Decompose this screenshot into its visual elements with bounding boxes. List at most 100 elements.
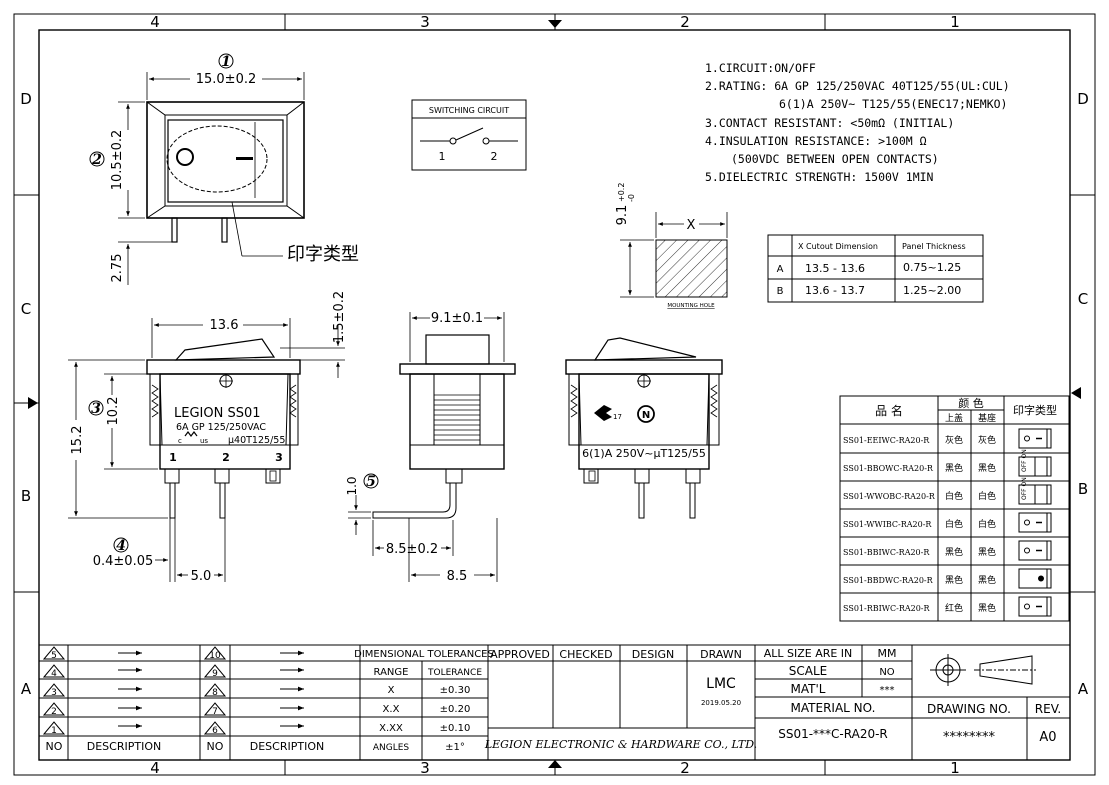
revision-markers — [42, 646, 304, 735]
tb-scale: SCALE — [789, 664, 827, 678]
tb-range: RANGE — [374, 667, 409, 678]
side-offset-dim: 8.5±0.2 — [386, 542, 438, 557]
tb-dim-tol: DIMENSIONAL TOLERANCES — [354, 649, 494, 660]
rev-number: 2 — [51, 707, 57, 717]
nemko-mark-icon — [637, 405, 655, 423]
tb-tol-range: X.X — [383, 704, 400, 715]
part-base-color: 黑色 — [978, 602, 996, 614]
part-base-color: 黑色 — [978, 546, 996, 558]
tb-drawn-by: LMC — [706, 676, 736, 692]
switching-circuit: SWITCHING CIRCUIT 1 2 — [411, 99, 527, 171]
part-cap-color: 白色 — [945, 490, 963, 502]
balloon-5-circle — [363, 473, 379, 489]
cutout-cell: 1.25~2.00 — [903, 284, 961, 297]
tb-matl: MAT'L — [791, 682, 826, 696]
note-line: 3.CONTACT RESISTANT: <50mΩ (INITIAL) — [705, 116, 954, 130]
note-line: 1.CIRCUIT:ON/OFF — [705, 61, 816, 75]
cutout-x-label: X — [687, 218, 696, 233]
circuit-pin-2: 2 — [491, 150, 498, 163]
tb-tol-value: ±0.20 — [440, 704, 471, 715]
zone-col-label: 3 — [420, 759, 430, 777]
top-height-dim: 10.5±0.2 — [110, 130, 125, 191]
balloon-2: 2 — [91, 152, 102, 168]
cutout-cell: 0.75~1.25 — [903, 261, 961, 274]
zone-col-label: 4 — [150, 759, 160, 777]
rev-number: 4 — [51, 669, 57, 679]
ul-mark-icon — [184, 431, 198, 437]
cert-c: c — [178, 437, 182, 445]
top-width-dim: 15.0±0.2 — [196, 72, 257, 87]
zone-row-label: A — [21, 680, 32, 698]
part-name: SS01-BBIWC-RA20-R — [843, 548, 930, 557]
center-mark-top — [548, 20, 562, 28]
tb-company: LEGION ELECTRONIC & HARDWARE CO., LTD. — [484, 738, 757, 751]
tb-drawing-no: DRAWING NO. — [927, 702, 1011, 716]
part-name: SS01-EEIWC-RA20-R — [843, 436, 930, 445]
tb-matl-value: *** — [880, 685, 895, 696]
tb-scale-value: NO — [879, 667, 894, 678]
part-base-color: 白色 — [978, 490, 996, 502]
rev-number: 10 — [209, 651, 221, 661]
rear-rating-text: 6(1)A 250V~μT125/55 — [582, 447, 706, 460]
center-mark-bottom — [548, 760, 562, 768]
tb-rev: REV. — [1035, 702, 1061, 716]
tb-tol-value: ±1° — [445, 742, 465, 753]
balloon-1: 1 — [221, 54, 231, 70]
tb-tol-range: ANGLES — [373, 743, 410, 753]
parts-rows: SS01-EEIWC-RA20-R 灰色 灰色 SS01-BBOWC-RA20-… — [843, 434, 996, 614]
cutout-cell: 13.6 - 13.7 — [805, 284, 865, 297]
parts-header-base: 基座 — [978, 412, 996, 424]
tb-material-no: MATERIAL NO. — [791, 701, 876, 715]
tb-approved: APPROVED — [490, 648, 550, 661]
note-line: 2.RATING: 6A GP 125/250VAC 40T125/55(UL:… — [705, 79, 1010, 93]
tb-material-no-value: SS01-***C-RA20-R — [778, 727, 888, 741]
zone-col-label: 2 — [680, 13, 690, 31]
tb-all-size: ALL SIZE ARE IN — [764, 647, 853, 660]
zone-row-label: B — [1078, 480, 1088, 498]
zone-col-label: 1 — [950, 13, 960, 31]
rear-view — [565, 337, 723, 519]
tb-tol-range: X — [388, 685, 395, 696]
title-block-text: NO DESCRIPTION NO DESCRIPTION DIMENSIONA… — [46, 647, 1062, 753]
enec-mark-icon — [594, 405, 612, 421]
side-view — [372, 334, 516, 519]
parts-header-color: 颜 色 — [958, 396, 984, 410]
tb-tol-value: ±0.10 — [440, 723, 471, 734]
part-cap-color: 黑色 — [945, 574, 963, 586]
front-brand-text: LEGION SS01 — [174, 406, 261, 421]
parts-header-print: 印字类型 — [1013, 403, 1057, 417]
part-name: SS01-WWOBC-RA20-R — [843, 492, 936, 501]
side-view-dims — [348, 312, 505, 556]
parts-header-name: 品 名 — [875, 403, 903, 418]
pin-pitch-dim: 5.0 — [191, 569, 212, 584]
side-bend-dim: 1.0 — [345, 476, 359, 495]
front-width-dim: 13.6 — [210, 318, 239, 333]
parts-table — [839, 395, 1070, 622]
balloon-3-circle — [88, 400, 104, 416]
tb-drawn: DRAWN — [700, 648, 742, 661]
rev-number: 8 — [212, 688, 218, 698]
projection-symbol-icon — [930, 654, 1036, 686]
parts-header-cap: 上盖 — [945, 412, 963, 424]
front-pin-label: 2 — [222, 451, 230, 464]
zone-row-label: D — [20, 90, 32, 108]
title-block — [39, 644, 1070, 760]
tb-tol-range: X.XX — [379, 723, 403, 734]
front-top-dim: 1.5±0.2 — [332, 291, 347, 343]
tb-design: DESIGN — [632, 648, 674, 661]
print-type-icons — [1018, 428, 1052, 617]
part-name: SS01-BBDWC-RA20-R — [843, 576, 934, 585]
rev-number: 5 — [51, 651, 57, 661]
balloon-2-circle — [89, 151, 105, 167]
rev-number: 1 — [51, 726, 57, 736]
cutout-cell: B — [777, 286, 784, 297]
cert-number: 17 — [613, 413, 622, 421]
pin-thickness-dim: 0.4±0.05 — [93, 554, 154, 569]
zone-labels: 4 3 2 1 4 3 2 1 D C B A D C B A — [20, 13, 1089, 777]
zone-col-label: 1 — [950, 759, 960, 777]
pin-length-dim: 2.75 — [110, 254, 125, 283]
rev-number: 3 — [51, 688, 57, 698]
zone-row-label: A — [1078, 680, 1089, 698]
zone-col-label: 4 — [150, 13, 160, 31]
balloon-1-circle — [218, 53, 234, 69]
